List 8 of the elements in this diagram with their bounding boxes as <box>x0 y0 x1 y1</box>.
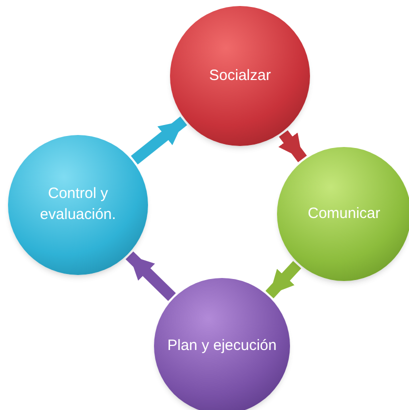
block-arrow <box>126 251 176 301</box>
block-arrow <box>278 130 307 162</box>
node-label: Comunicar <box>308 204 380 224</box>
block-arrow <box>130 116 188 164</box>
block-arrow <box>265 260 302 298</box>
node-label: Control y evaluación. <box>39 184 117 225</box>
node-label: Socialzar <box>209 66 271 86</box>
node-label: Plan y ejecución <box>167 336 277 356</box>
